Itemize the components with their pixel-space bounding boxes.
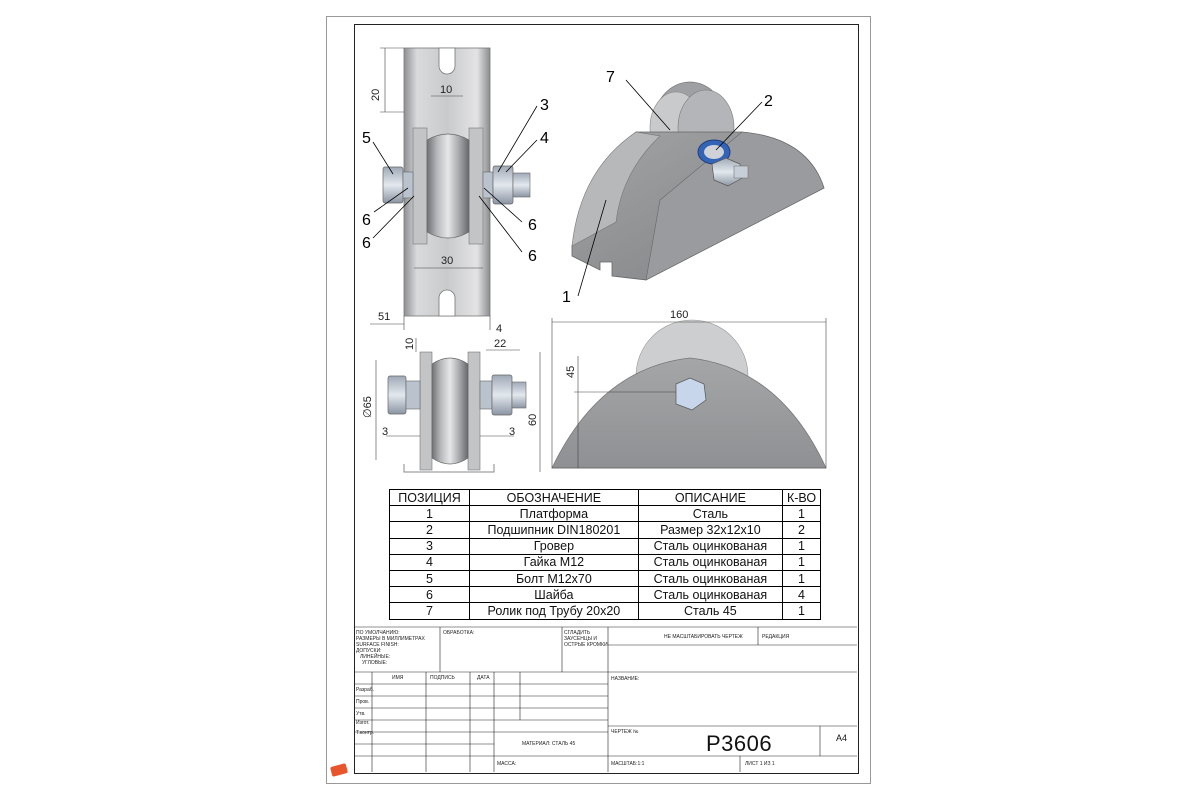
table-row: 4 Гайка М12 Сталь оцинкованая 1 <box>388 553 821 571</box>
tb-deburr-2: ЗАУСЕНЦЫ И <box>564 636 597 642</box>
tb-material: МАТЕРИАЛ: СТАЛЬ 45 <box>522 741 576 747</box>
cell-position: 3 <box>388 537 471 555</box>
tb-defaults-2: РАЗМЕРЫ В МИЛЛИМЕТРАХ <box>356 636 425 642</box>
tb-deburr-1: СГЛАДИТЬ <box>564 630 591 636</box>
cell-quantity: 1 <box>782 505 821 523</box>
cell-position: 1 <box>388 505 471 523</box>
tb-revision: РЕДАКЦИЯ <box>762 634 790 640</box>
tb-scale: МАСШТАБ:1:1 <box>611 761 645 767</box>
tb-row-approve: Утв. <box>356 711 366 717</box>
cell-quantity: 1 <box>782 602 821 620</box>
dim-160: 160 <box>670 309 688 321</box>
drawing-number: P3606 <box>706 731 773 756</box>
table-row: 2 Подшипник DIN180201 Размер 32х12х10 2 <box>388 521 821 539</box>
cell-designation: Гайка М12 <box>469 553 639 571</box>
cell-quantity: 1 <box>782 569 821 588</box>
callout-3: 3 <box>540 97 549 114</box>
tb-defaults-4: ДОПУСКИ: <box>356 648 382 654</box>
cell-quantity: 1 <box>782 553 821 571</box>
tb-no-scale: НЕ МАСШТАБИРОВАТЬ ЧЕРТЕЖ <box>664 634 743 640</box>
cell-position: 4 <box>388 553 471 571</box>
callout-2: 2 <box>764 93 773 110</box>
tb-row-mfg: Изгот. <box>356 720 370 726</box>
cell-designation: Ролик под Трубу 20х20 <box>469 602 639 620</box>
tb-row-check: Пров. <box>356 699 370 705</box>
cell-position: 2 <box>388 521 471 539</box>
cell-position: 5 <box>388 569 471 588</box>
tb-defaults-6: УГЛОВЫЕ: <box>362 660 388 666</box>
parts-table: ПОЗИЦИЯ ОБОЗНАЧЕНИЕ ОПИСАНИЕ К-ВО 1 Плат… <box>388 488 821 620</box>
table-row: 5 Болт М12х70 Сталь оцинкованая 1 <box>388 569 821 588</box>
tb-mass: МАССА: <box>497 761 517 767</box>
cell-quantity: 1 <box>782 537 821 555</box>
callout-6a: 6 <box>362 212 371 229</box>
cell-quantity: 2 <box>782 521 821 539</box>
drawing-frame <box>354 24 859 774</box>
cell-designation: Гровер <box>469 537 639 555</box>
title-block-grid <box>354 626 857 772</box>
dim-20: 20 <box>370 89 382 101</box>
cell-description: Сталь оцинкованая <box>637 586 784 604</box>
callout-1: 1 <box>562 289 571 306</box>
header-description: ОПИСАНИЕ <box>637 488 784 507</box>
callout-6b: 6 <box>362 235 371 252</box>
dim-4: 4 <box>496 323 502 335</box>
cell-designation: Шайба <box>469 586 639 604</box>
dim-3-right: 3 <box>509 426 515 438</box>
tb-col-signature: ПОДПИСЬ <box>430 675 455 681</box>
tb-row-dev: Разраб. <box>356 687 375 693</box>
callout-6c: 6 <box>528 217 537 234</box>
cell-position: 7 <box>388 602 471 620</box>
dim-10-side: 10 <box>404 338 416 350</box>
tb-defaults-1: ПО УМОЛЧАНИЮ: <box>356 630 400 636</box>
dim-51: 51 <box>378 311 390 323</box>
header-position: ПОЗИЦИЯ <box>388 488 471 507</box>
cell-description: Сталь оцинкованая <box>637 553 784 571</box>
elevation-view: 160 45 <box>551 309 827 469</box>
dim-45: 45 <box>565 366 577 378</box>
dim-22: 22 <box>494 338 506 350</box>
header-quantity: К-ВО <box>782 488 821 507</box>
dim-diameter-65: ∅65 <box>362 396 374 418</box>
table-row: 1 Платформа Сталь 1 <box>388 505 821 523</box>
table-row: 6 Шайба Сталь оцинкованая 4 <box>388 586 821 604</box>
cell-description: Сталь оцинкованая <box>637 537 784 555</box>
tb-deburr-3: ОСТРЫЕ КРОМКИ <box>564 642 608 648</box>
tb-sheet: ЛИСТ 1 ИЗ 1 <box>745 761 775 767</box>
sheet-format: A4 <box>836 733 848 743</box>
cell-description: Сталь 45 <box>637 602 784 620</box>
cell-position: 6 <box>388 586 471 604</box>
tb-finish: ОБРАБОТКА: <box>443 630 475 636</box>
header-designation: ОБОЗНАЧЕНИЕ <box>469 488 639 507</box>
cell-description: Сталь оцинкованая <box>637 569 784 588</box>
dim-30: 30 <box>441 255 453 267</box>
table-row: 7 Ролик под Трубу 20х20 Сталь 45 1 <box>388 602 821 620</box>
front-view: 20 10 30 51 4 5 6 6 3 4 6 6 <box>362 47 549 335</box>
tb-defaults-5: ЛИНЕЙНЫЕ: <box>360 654 391 660</box>
cell-designation: Платформа <box>469 505 639 523</box>
parts-table-header: ПОЗИЦИЯ ОБОЗНАЧЕНИЕ ОПИСАНИЕ К-ВО <box>388 488 821 507</box>
cell-description: Размер 32х12х10 <box>637 521 784 539</box>
callout-6d: 6 <box>528 248 537 265</box>
cell-designation: Болт М12х70 <box>469 569 639 588</box>
cell-description: Сталь <box>637 505 784 523</box>
callout-7: 7 <box>606 69 615 86</box>
callout-4: 4 <box>540 130 549 147</box>
tb-col-name: ИМЯ <box>392 675 404 681</box>
tb-col-date: ДАТА <box>477 675 490 681</box>
cell-quantity: 4 <box>782 586 821 604</box>
table-row: 3 Гровер Сталь оцинкованая 1 <box>388 537 821 555</box>
dim-10-top: 10 <box>440 84 452 96</box>
tb-name-label: НАЗВАНИЕ: <box>611 676 640 682</box>
isometric-view: 7 2 1 <box>562 69 825 306</box>
tb-defaults-3: SURFACE FINISH: <box>356 642 399 648</box>
dim-60: 60 <box>527 414 539 426</box>
cell-designation: Подшипник DIN180201 <box>469 521 639 539</box>
tb-drawing-no-label: ЧЕРТЕЖ № <box>611 729 639 735</box>
side-view: 10 22 ∅65 3 3 60 <box>362 338 541 473</box>
tb-row-qa: Т.контр. <box>356 730 375 736</box>
callout-5: 5 <box>362 130 371 147</box>
dim-3-left: 3 <box>382 426 388 438</box>
